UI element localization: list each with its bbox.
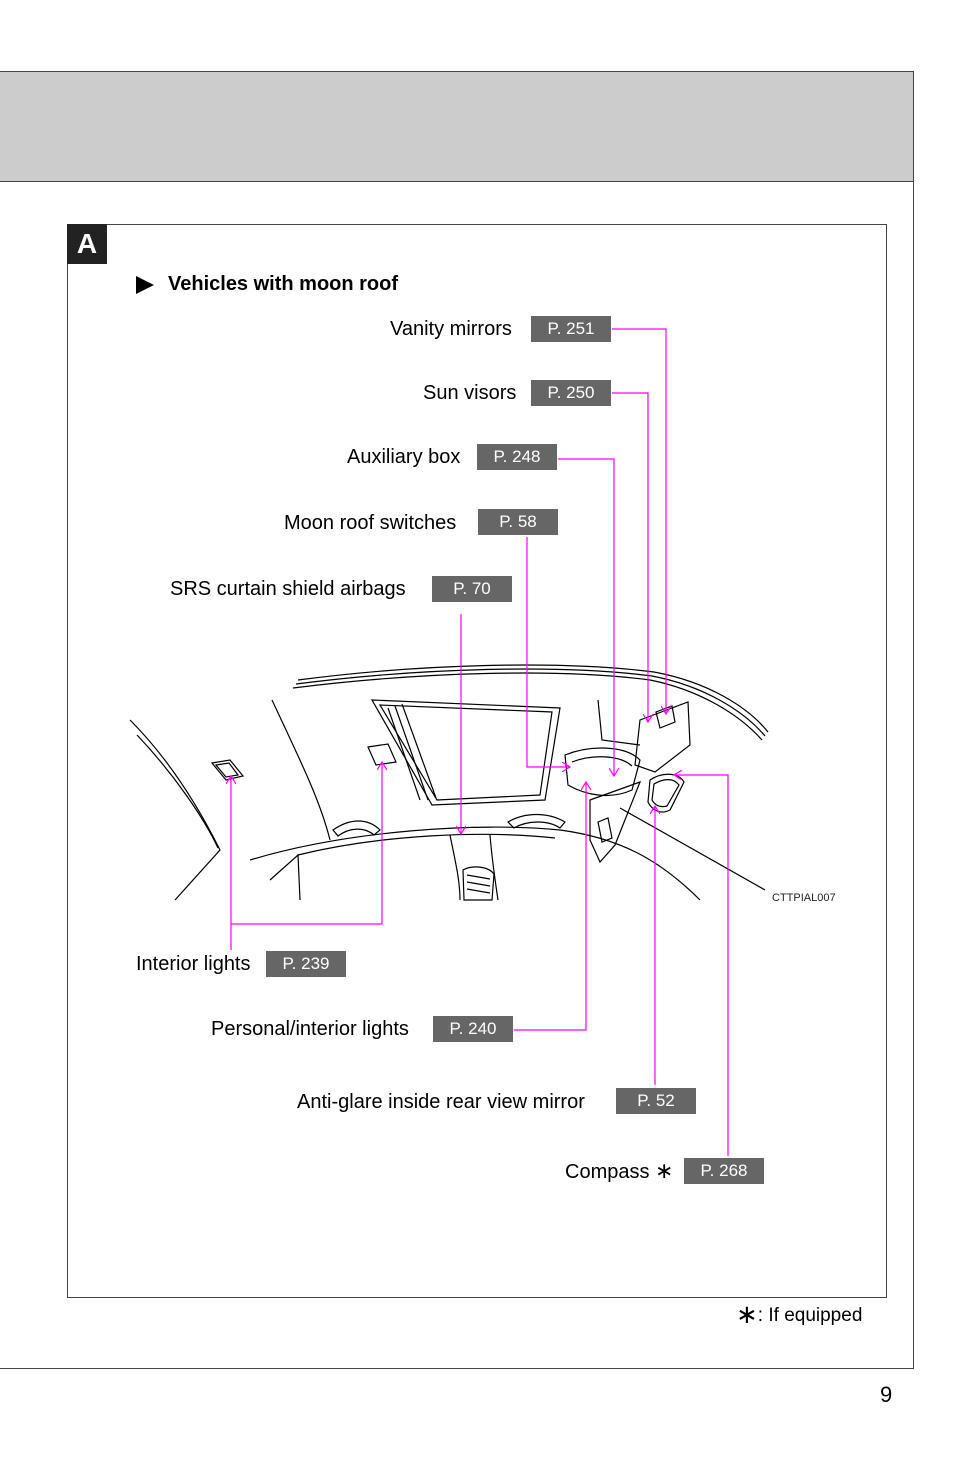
- ref-moon-roof-switches[interactable]: P. 58: [478, 509, 558, 535]
- compass-text: Compass: [565, 1161, 650, 1183]
- label-sun-visors: Sun visors: [423, 382, 517, 404]
- label-moon-roof-switches: Moon roof switches: [284, 512, 457, 534]
- section-box: [67, 224, 887, 1298]
- car-ceiling-drawing: [129, 664, 769, 901]
- ref-personal-lights[interactable]: P. 240: [433, 1016, 513, 1042]
- label-vanity-mirrors: Vanity mirrors: [390, 318, 512, 340]
- section-badge: A: [67, 224, 107, 264]
- ref-interior-lights[interactable]: P. 239: [266, 951, 346, 977]
- footnote-asterisk: ∗: [736, 1299, 758, 1329]
- section-subtitle: Vehicles with moon roof: [136, 273, 398, 296]
- label-auxiliary-box: Auxiliary box: [347, 446, 461, 468]
- footnote-text: : If equipped: [757, 1305, 863, 1326]
- page-number: 9: [880, 1382, 893, 1407]
- ref-antiglare-mirror[interactable]: P. 52: [616, 1088, 696, 1114]
- if-equipped-asterisk: ∗: [655, 1158, 674, 1183]
- illustration-code: CTTPIAL007: [772, 892, 836, 904]
- footnote: ∗: If equipped: [736, 1299, 862, 1330]
- header-band: [0, 71, 914, 182]
- ref-srs-airbags[interactable]: P. 70: [432, 576, 512, 602]
- label-interior-lights: Interior lights: [136, 953, 251, 975]
- label-srs-airbags: SRS curtain shield airbags: [170, 578, 406, 600]
- subtitle-text: Vehicles with moon roof: [168, 273, 399, 295]
- ref-compass[interactable]: P. 268: [684, 1158, 764, 1184]
- ref-sun-visors[interactable]: P. 250: [531, 380, 611, 406]
- leader-lines: [231, 328, 729, 1156]
- label-antiglare-mirror: Anti-glare inside rear view mirror: [297, 1091, 585, 1113]
- label-compass: Compass ∗: [565, 1159, 673, 1184]
- triangle-bullet-icon: [136, 275, 154, 294]
- page-frame: [0, 180, 914, 1369]
- ref-auxiliary-box[interactable]: P. 248: [477, 444, 557, 470]
- ref-vanity-mirrors[interactable]: P. 251: [531, 316, 611, 342]
- label-personal-lights: Personal/interior lights: [211, 1018, 409, 1040]
